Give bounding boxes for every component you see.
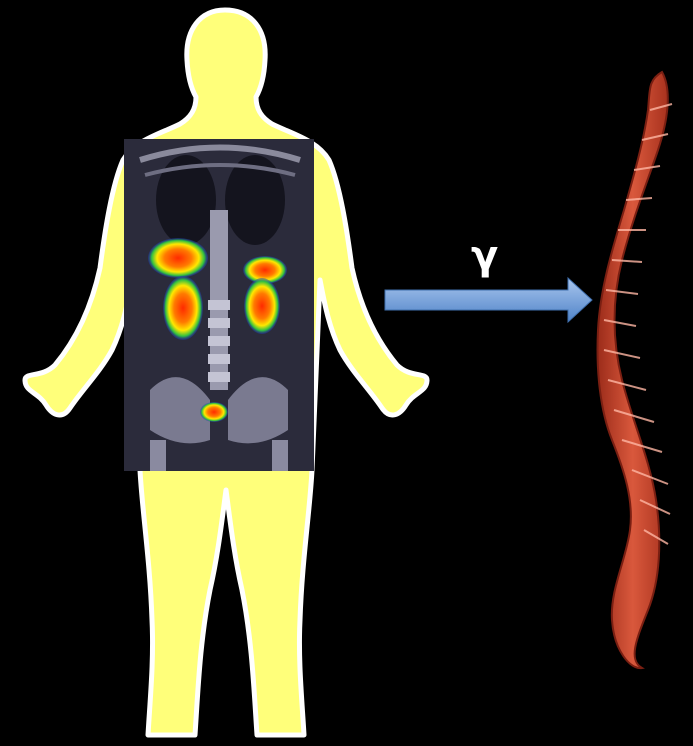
spine-icon [598,72,672,668]
arrow-right-icon [385,278,592,322]
gamma-label: γ [471,236,498,276]
pet-ct-scan [124,139,314,471]
